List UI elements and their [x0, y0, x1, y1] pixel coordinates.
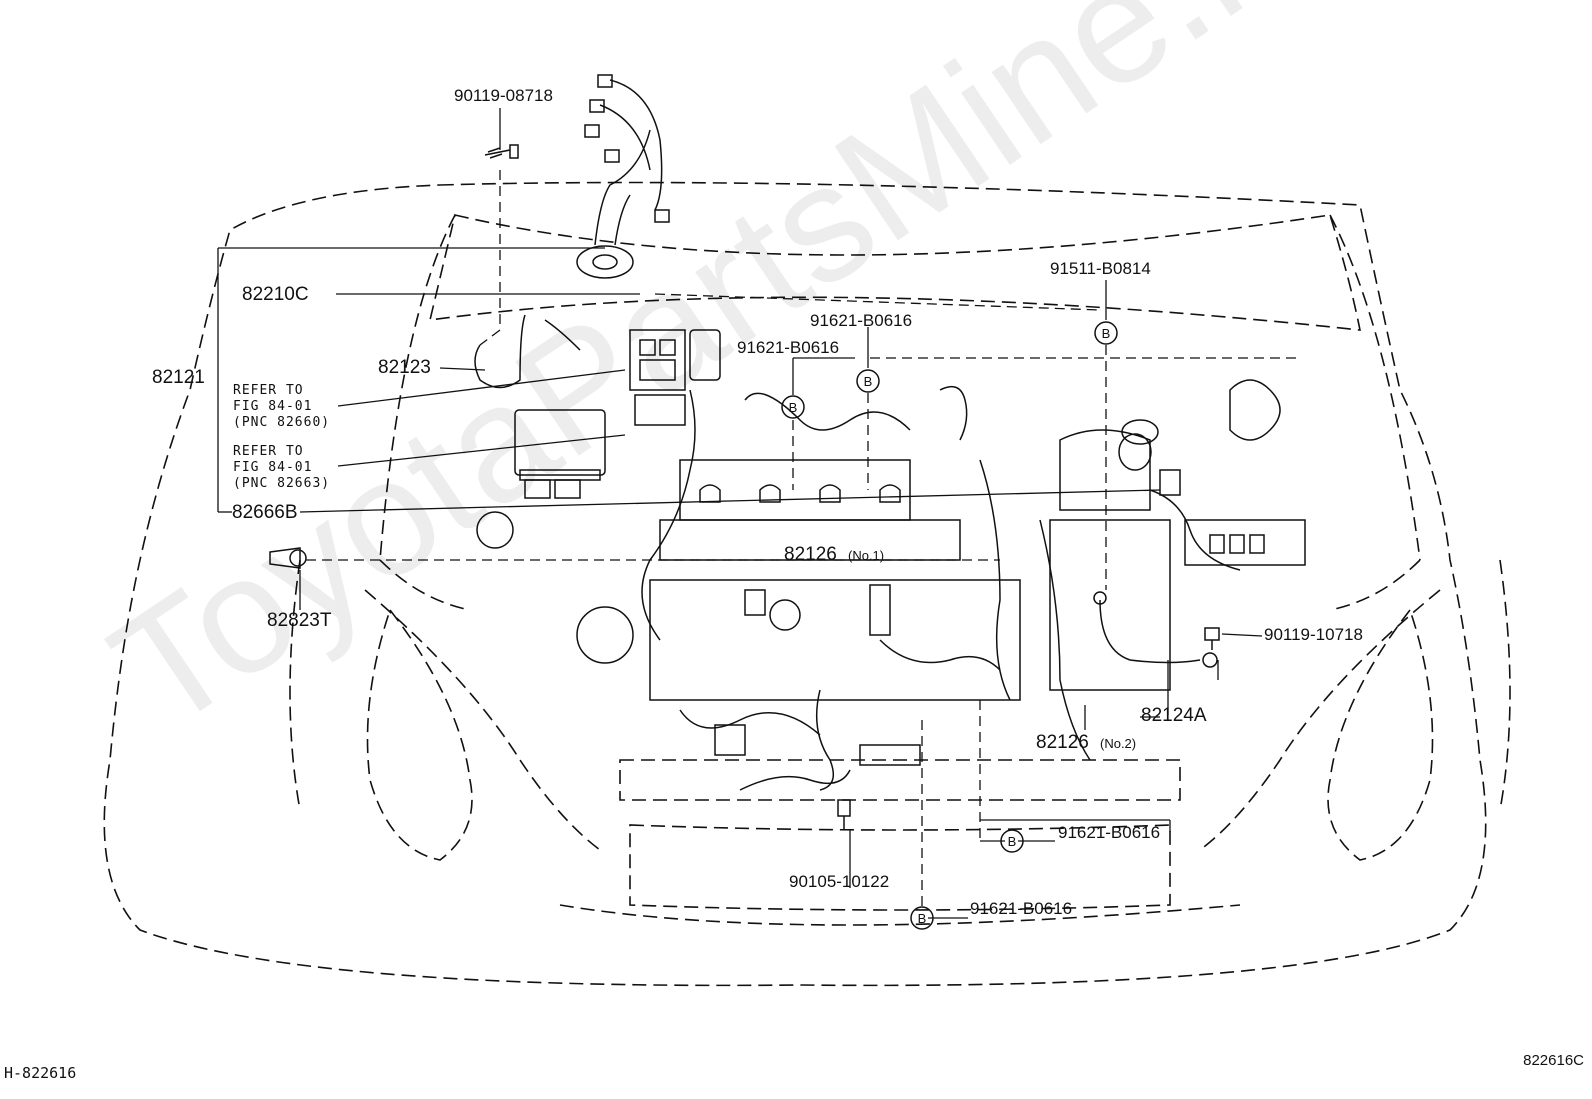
refer2-line2: FIG 84-01: [233, 460, 313, 475]
label-82123: 82123: [378, 357, 431, 378]
label-91621-b0616-right: 91621-B0616: [1058, 823, 1161, 842]
refer2-line3: (PNC 82663): [233, 476, 331, 491]
refer1-line2: FIG 84-01: [233, 399, 313, 414]
callout-b-3-text: B: [1102, 326, 1111, 341]
callout-b-5-text: B: [918, 911, 927, 926]
label-82823t: 82823T: [267, 610, 332, 631]
leader-lines: [217, 108, 1300, 919]
label-82210c: 82210C: [242, 284, 309, 305]
callout-b-1-text: B: [789, 400, 798, 415]
label-82126-no1-sub: (No.1): [848, 548, 885, 563]
car-body-outline: [103, 181, 1511, 987]
label-82121: 82121: [152, 367, 205, 388]
callout-b-2: [856, 369, 880, 393]
figure-id-left: H-822616: [4, 1064, 77, 1082]
label-91511-b0814: 91511-B0814: [1050, 259, 1151, 278]
label-82126-no2: 82126: [1036, 732, 1089, 753]
callout-b-5: [910, 906, 934, 930]
refer1-line1: REFER TO: [233, 383, 304, 398]
callout-markers: [781, 321, 1118, 930]
refer1-line3: (PNC 82660): [233, 415, 331, 430]
label-82124a: 82124A: [1141, 705, 1207, 726]
callout-b-1: [781, 395, 805, 419]
label-91621-b0616-mid: 91621-B0616: [737, 338, 840, 357]
engine-components: [269, 74, 1306, 830]
refer2-line1: REFER TO: [233, 444, 304, 459]
label-90119-08718: 90119-08718: [454, 86, 553, 105]
callout-b-2-text: B: [864, 374, 873, 389]
label-82666b: 82666B: [232, 502, 298, 523]
callout-b-4-text: B: [1008, 834, 1017, 849]
label-90119-10718: 90119-10718: [1264, 625, 1363, 644]
label-82126-no1: 82126: [784, 544, 837, 565]
callout-b-4: [1000, 829, 1024, 853]
callout-b-3: [1094, 321, 1118, 345]
label-90105-10122: 90105-10122: [789, 872, 890, 891]
label-82126-no2-sub: (No.2): [1100, 736, 1137, 751]
label-91621-b0616-bottom: 91621-B0616: [970, 899, 1073, 918]
figure-id-right: 822616C: [1523, 1052, 1584, 1069]
label-91621-b0616-top: 91621-B0616: [810, 311, 913, 330]
